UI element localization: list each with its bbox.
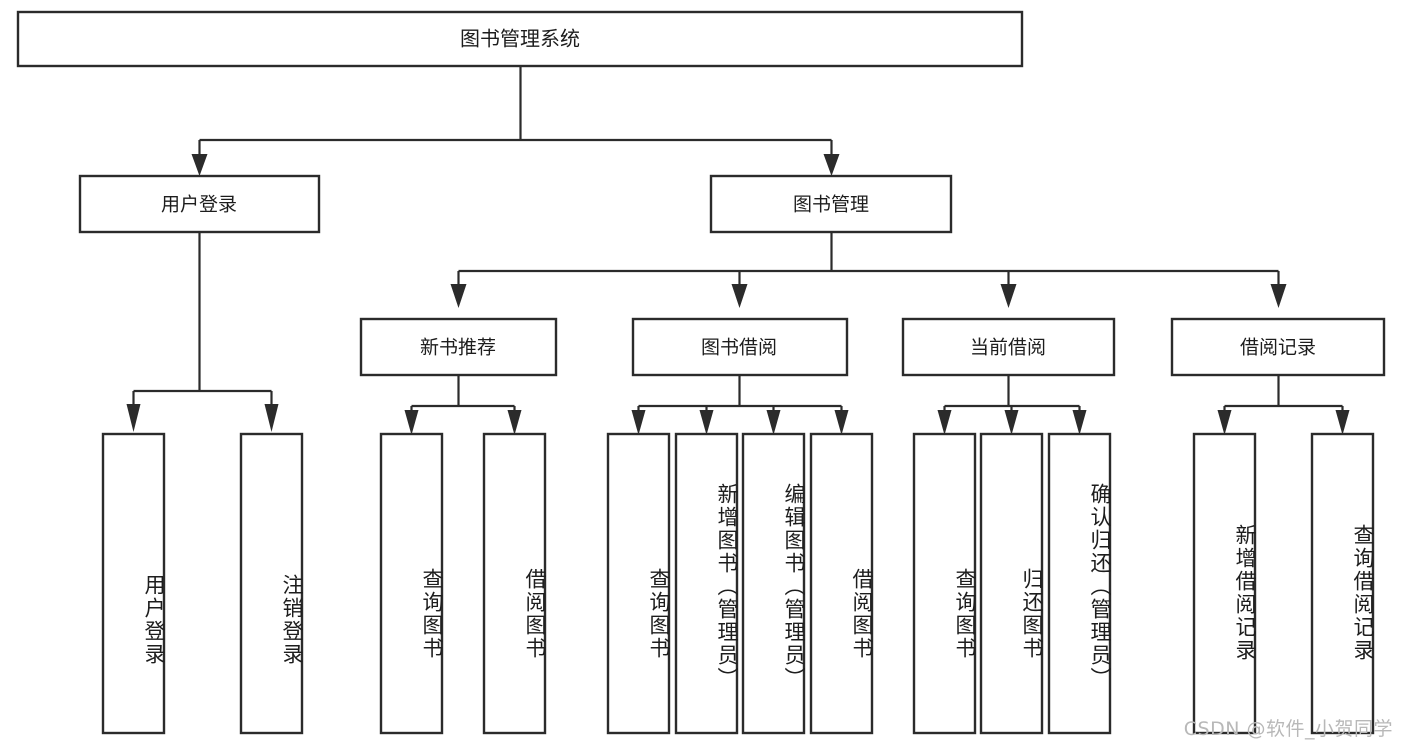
node-book-borrow-label: 图书借阅 bbox=[701, 337, 777, 359]
node-current-borrow[interactable]: 当前借阅 bbox=[901, 317, 1116, 377]
node-root-label: 图书管理系统 bbox=[460, 27, 580, 51]
arrowhead-borrow-record bbox=[1270, 284, 1287, 308]
leaf-box-current-borrow-2[interactable] bbox=[1047, 432, 1112, 735]
leaf-box-new-book-1[interactable] bbox=[482, 432, 547, 735]
leaf-boxes-current-borrow bbox=[912, 432, 1112, 735]
arrowhead-book-mgmt bbox=[823, 154, 840, 176]
arrowhead-leaf-ul-1 bbox=[264, 404, 279, 432]
leaf-box-borrow-record-0[interactable] bbox=[1192, 432, 1257, 735]
node-user-login-label: 用户登录 bbox=[161, 194, 237, 216]
node-book-management[interactable]: 图书管理 bbox=[709, 174, 953, 234]
arrowhead-leaf-nb-1 bbox=[507, 410, 522, 435]
node-book-management-box[interactable] bbox=[709, 174, 953, 234]
connector-group-currentborrow-to-leaves bbox=[937, 375, 1087, 435]
leaf-box-user-login-1[interactable] bbox=[239, 432, 304, 735]
arrowhead-book-borrow bbox=[731, 284, 748, 308]
connector-group-userlogin-to-leaves bbox=[126, 232, 279, 432]
leaf-box-borrow-record-1[interactable] bbox=[1310, 432, 1375, 735]
leaf-boxes-new-book-recommend bbox=[379, 432, 547, 735]
arrowhead-leaf-br-1 bbox=[1335, 410, 1350, 435]
connector-group-root-to-level2 bbox=[191, 66, 840, 176]
node-borrow-record[interactable]: 借阅记录 bbox=[1170, 317, 1386, 377]
leaf-box-book-borrow-0[interactable] bbox=[606, 432, 671, 735]
arrowhead-user-login bbox=[191, 154, 208, 176]
watermark-text: CSDN @软件_小贺同学 bbox=[1183, 718, 1393, 740]
leaf-box-book-borrow-3[interactable] bbox=[809, 432, 874, 735]
arrowhead-leaf-ul-0 bbox=[126, 404, 141, 432]
arrowhead-leaf-bb-0 bbox=[631, 410, 646, 435]
node-root-box[interactable] bbox=[16, 10, 1024, 68]
node-new-book-recommend-label: 新书推荐 bbox=[420, 337, 496, 359]
leaf-box-current-borrow-0[interactable] bbox=[912, 432, 977, 735]
node-borrow-record-box[interactable] bbox=[1170, 317, 1386, 377]
leaf-boxes-book-borrow bbox=[606, 432, 874, 735]
leaf-boxes-user-login bbox=[101, 432, 304, 735]
node-user-login-box[interactable] bbox=[78, 174, 321, 234]
arrowhead-leaf-cb-1 bbox=[1004, 410, 1019, 435]
node-book-borrow[interactable]: 图书借阅 bbox=[631, 317, 849, 377]
leaf-box-book-borrow-1[interactable] bbox=[674, 432, 739, 735]
connector-group-bookmgmt-to-level3 bbox=[450, 232, 1287, 308]
node-user-login[interactable]: 用户登录 bbox=[78, 174, 321, 234]
connector-group-borrowrecord-to-leaves bbox=[1217, 375, 1350, 435]
node-current-borrow-label: 当前借阅 bbox=[970, 337, 1046, 359]
connector-group-newbook-to-leaves bbox=[404, 375, 522, 435]
arrowhead-leaf-br-0 bbox=[1217, 410, 1232, 435]
node-new-book-recommend-box[interactable] bbox=[359, 317, 558, 377]
node-root[interactable]: 图书管理系统 bbox=[16, 10, 1024, 68]
arrowhead-leaf-nb-0 bbox=[404, 410, 419, 435]
node-borrow-record-label: 借阅记录 bbox=[1240, 337, 1316, 359]
leaf-box-current-borrow-1[interactable] bbox=[979, 432, 1044, 735]
node-current-borrow-box[interactable] bbox=[901, 317, 1116, 377]
arrowhead-current-borrow bbox=[1000, 284, 1017, 308]
leaf-boxes-borrow-record bbox=[1192, 432, 1375, 735]
leaf-box-new-book-0[interactable] bbox=[379, 432, 444, 735]
connector-group-bookborrow-to-leaves bbox=[631, 375, 849, 435]
arrowhead-new-book bbox=[450, 284, 467, 308]
node-book-management-label: 图书管理 bbox=[793, 194, 869, 216]
leaf-box-book-borrow-2[interactable] bbox=[741, 432, 806, 735]
arrowhead-leaf-cb-2 bbox=[1072, 410, 1087, 435]
node-book-borrow-box[interactable] bbox=[631, 317, 849, 377]
node-new-book-recommend[interactable]: 新书推荐 bbox=[359, 317, 558, 377]
arrowhead-leaf-bb-1 bbox=[699, 410, 714, 435]
arrowhead-leaf-bb-3 bbox=[834, 410, 849, 435]
leaf-box-user-login-0[interactable] bbox=[101, 432, 166, 735]
arrowhead-leaf-cb-0 bbox=[937, 410, 952, 435]
arrowhead-leaf-bb-2 bbox=[766, 410, 781, 435]
